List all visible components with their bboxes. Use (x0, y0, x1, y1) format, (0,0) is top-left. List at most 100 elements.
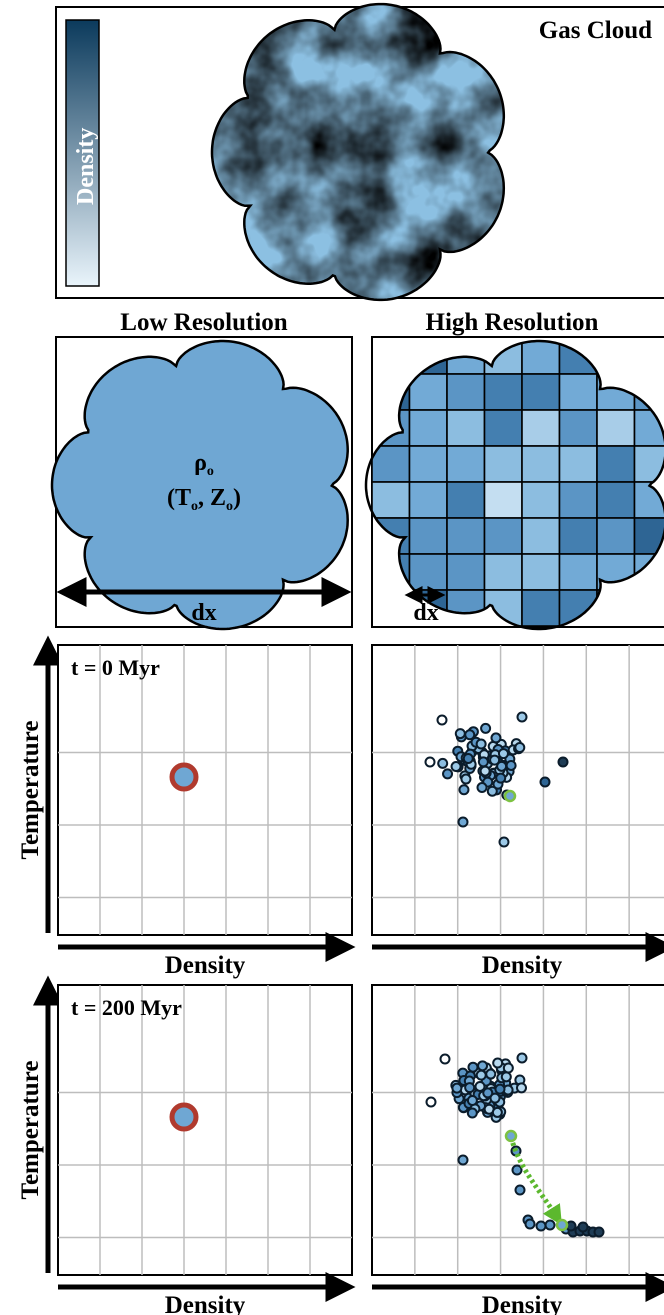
density-rho-label: ρo (194, 450, 214, 479)
phase-plot-frame (371, 644, 664, 936)
gas-cloud-title: Gas Cloud (539, 17, 652, 44)
grid-cell (446, 445, 486, 483)
grid-cell (371, 445, 411, 483)
grid-cell (446, 373, 486, 411)
density-colorbar (65, 19, 100, 287)
particle (457, 816, 469, 828)
particle (436, 714, 448, 726)
particle (450, 761, 462, 773)
temperature-axis-label: Temperature (17, 721, 44, 860)
high-resolution-phase-plot: Density (371, 644, 664, 979)
particle (511, 1164, 523, 1176)
grid-cell (596, 481, 636, 519)
tracked-particle (503, 789, 517, 803)
grid-cell (558, 481, 598, 519)
grid-cell (371, 481, 411, 519)
high-resolution-phase-plot: Density (371, 984, 664, 1315)
particle (489, 754, 501, 766)
high-resolution-panel: dx (364, 336, 664, 631)
particle (489, 1092, 501, 1104)
particle (458, 784, 470, 796)
particle (515, 1082, 527, 1094)
single-cell-marker (169, 1102, 199, 1132)
particle (442, 768, 454, 780)
particle (535, 1220, 547, 1232)
grid-cell (483, 373, 523, 411)
high-resolution-heading: High Resolution (426, 309, 599, 336)
grid-cell (446, 481, 486, 519)
grid-cell (521, 481, 561, 519)
particle (490, 732, 502, 744)
particle (462, 753, 474, 765)
grid-cell (558, 517, 598, 555)
particle (491, 1106, 503, 1118)
grid-cell (408, 481, 448, 519)
particle (439, 1053, 451, 1065)
particle (544, 1219, 556, 1231)
grid-cell (446, 517, 486, 555)
grid-cell (558, 553, 598, 591)
grid-cell (521, 553, 561, 591)
high-resolution-grid (371, 341, 664, 627)
phase-plot-frame (371, 984, 664, 1276)
particle (454, 728, 466, 740)
grid-cell (521, 589, 561, 627)
particle (466, 1107, 478, 1119)
particle (496, 760, 508, 772)
grid-cell (483, 481, 523, 519)
grid-cell (558, 373, 598, 411)
gas-cloud-outline (210, 2, 506, 302)
high-resolution-dx-label: dx (413, 600, 438, 626)
trajectory-arrow (508, 1136, 562, 1226)
particle (514, 1184, 526, 1196)
grid-cell (521, 409, 561, 447)
particle (474, 1080, 486, 1092)
density-axis-label: Density (482, 952, 563, 979)
particle (477, 1060, 489, 1072)
particle (476, 782, 488, 794)
particle (497, 748, 509, 760)
temperature-axis-label: Temperature (17, 1061, 44, 1200)
grid-cell (408, 553, 448, 591)
grid-cell (558, 409, 598, 447)
particle (516, 711, 528, 723)
particle (492, 1057, 504, 1069)
low-resolution-panel: dx ρo (To, Zo) (50, 336, 353, 631)
particle (485, 1068, 497, 1080)
grid-cell (483, 445, 523, 483)
phase-plot-frame (57, 984, 353, 1276)
low-resolution-cloud (50, 339, 349, 631)
particle (482, 1087, 494, 1099)
particle (477, 756, 489, 768)
particle (539, 776, 551, 788)
particle (593, 1226, 605, 1238)
particle (480, 722, 492, 734)
particle (424, 756, 436, 768)
low-resolution-dx-label: dx (191, 600, 216, 626)
particle (460, 773, 472, 785)
particle (425, 1096, 437, 1108)
particle (437, 757, 449, 769)
particle (475, 738, 487, 750)
tracked-particle-end (555, 1218, 569, 1232)
particle (466, 1095, 478, 1107)
particle (505, 759, 517, 771)
particle (479, 765, 491, 777)
particle (494, 1083, 506, 1095)
particle (467, 1061, 479, 1073)
grid-cell (483, 553, 523, 591)
particle (498, 836, 510, 848)
grid-cell (596, 517, 636, 555)
grid-cell (408, 517, 448, 555)
density-axis-label: Density (482, 1292, 563, 1315)
particle (557, 756, 569, 768)
grid-cell (483, 409, 523, 447)
gas-cloud (210, 2, 506, 302)
grid-cell (408, 445, 448, 483)
